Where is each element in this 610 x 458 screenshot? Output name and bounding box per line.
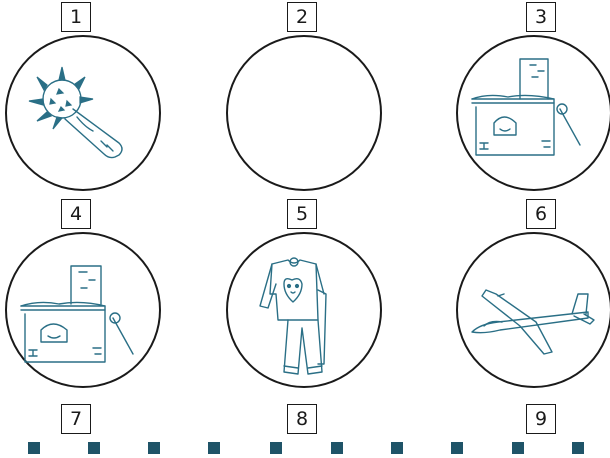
spiked-mace-icon <box>28 66 123 159</box>
picture-circle-3 <box>456 35 610 191</box>
pajamas-icon <box>259 257 327 375</box>
decorative-square-9 <box>512 442 524 454</box>
number-box-7: 7 <box>61 404 91 434</box>
decorative-square-7 <box>391 442 403 454</box>
stove-with-poker-icon <box>471 58 581 156</box>
number-box-6: 6 <box>526 199 556 229</box>
number-box-3: 3 <box>526 2 556 32</box>
decorative-square-3 <box>148 442 160 454</box>
number-box-9: 9 <box>526 404 556 434</box>
decorative-square-6 <box>331 442 343 454</box>
decorative-square-8 <box>451 442 463 454</box>
number-box-1: 1 <box>61 2 91 32</box>
decorative-square-1 <box>28 442 40 454</box>
stove-with-poker-icon <box>20 265 134 363</box>
number-box-2: 2 <box>287 2 317 32</box>
decorative-square-4 <box>208 442 220 454</box>
picture-circle-1 <box>5 35 161 191</box>
number-box-4: 4 <box>61 199 91 229</box>
number-box-8: 8 <box>287 404 317 434</box>
glider-plane-icon <box>471 289 595 355</box>
picture-circle-4 <box>5 232 161 388</box>
picture-circle-6 <box>456 232 610 388</box>
decorative-square-10 <box>572 442 584 454</box>
number-box-5: 5 <box>287 199 317 229</box>
decorative-square-5 <box>270 442 282 454</box>
picture-circle-5 <box>226 232 382 388</box>
decorative-square-2 <box>88 442 100 454</box>
empty-circle-2[interactable] <box>226 35 382 191</box>
